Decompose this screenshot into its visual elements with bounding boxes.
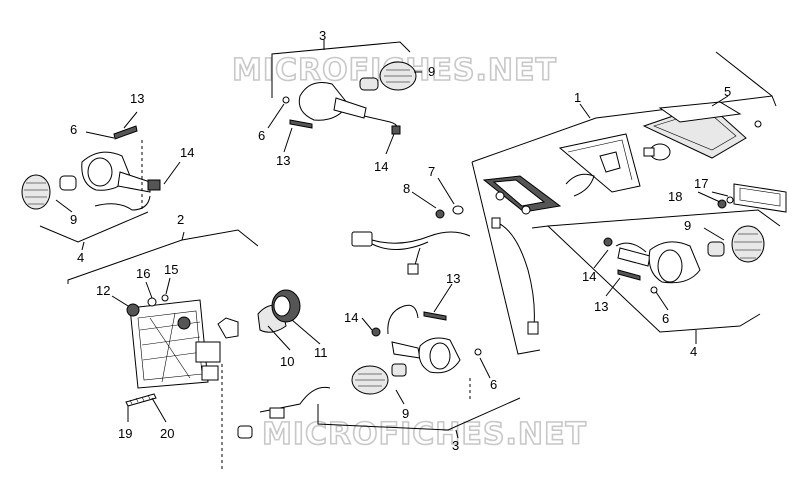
callout-16: 16	[136, 266, 150, 281]
callout-6-right: 6	[662, 311, 669, 326]
callout-13-mid: 13	[446, 271, 460, 286]
callout-18: 18	[668, 189, 682, 204]
tail-light-assembly	[482, 101, 787, 335]
callout-9-left: 9	[70, 212, 77, 227]
group-3-bottom-bracket	[317, 397, 521, 431]
callout-7: 7	[428, 164, 435, 179]
group-3-top-bracket	[271, 41, 411, 98]
callout-19: 19	[118, 426, 132, 441]
callout-1: 1	[574, 90, 581, 105]
group-4-right-bracket	[531, 209, 781, 333]
callout-14-left: 14	[180, 145, 194, 160]
left-front-turn-signal	[21, 125, 161, 211]
callout-9-top: 9	[428, 64, 435, 79]
callout-6-top: 6	[258, 128, 265, 143]
headlight-assembly	[125, 289, 331, 470]
callout-2: 2	[177, 212, 184, 227]
callout-14-top: 14	[374, 159, 388, 174]
group-4-left-bracket	[39, 211, 149, 243]
callout-6-topleft: 6	[70, 122, 77, 137]
callout-12: 12	[96, 283, 110, 298]
top-rear-turn-signal	[282, 61, 417, 135]
callout-15: 15	[164, 262, 178, 277]
callout-5: 5	[724, 84, 731, 99]
right-rear-turn-signal	[603, 225, 765, 294]
callout-13-top: 13	[276, 153, 290, 168]
callout-3-bottom: 3	[452, 438, 459, 453]
wiring-harness	[351, 205, 471, 275]
callout-13-left: 13	[130, 91, 144, 106]
callout-6-bottom: 6	[490, 377, 497, 392]
callout-4-right: 4	[690, 344, 697, 359]
callout-8: 8	[403, 181, 410, 196]
callout-20: 20	[160, 426, 174, 441]
callout-14-right: 14	[582, 269, 596, 284]
callout-4-left: 4	[77, 250, 84, 265]
callout-17: 17	[694, 176, 708, 191]
bottom-rear-turn-signal	[351, 304, 482, 400]
callout-13-right: 13	[594, 299, 608, 314]
callout-10: 10	[280, 354, 294, 369]
callout-14-mid: 14	[344, 310, 358, 325]
group-2-bracket	[67, 229, 259, 284]
callout-9-right: 9	[684, 218, 691, 233]
watermark-bottom: MICROFICHES.NET	[262, 417, 587, 452]
callout-9-bottom: 9	[402, 406, 409, 421]
callout-11: 11	[314, 345, 328, 360]
callout-3-top: 3	[319, 28, 326, 43]
